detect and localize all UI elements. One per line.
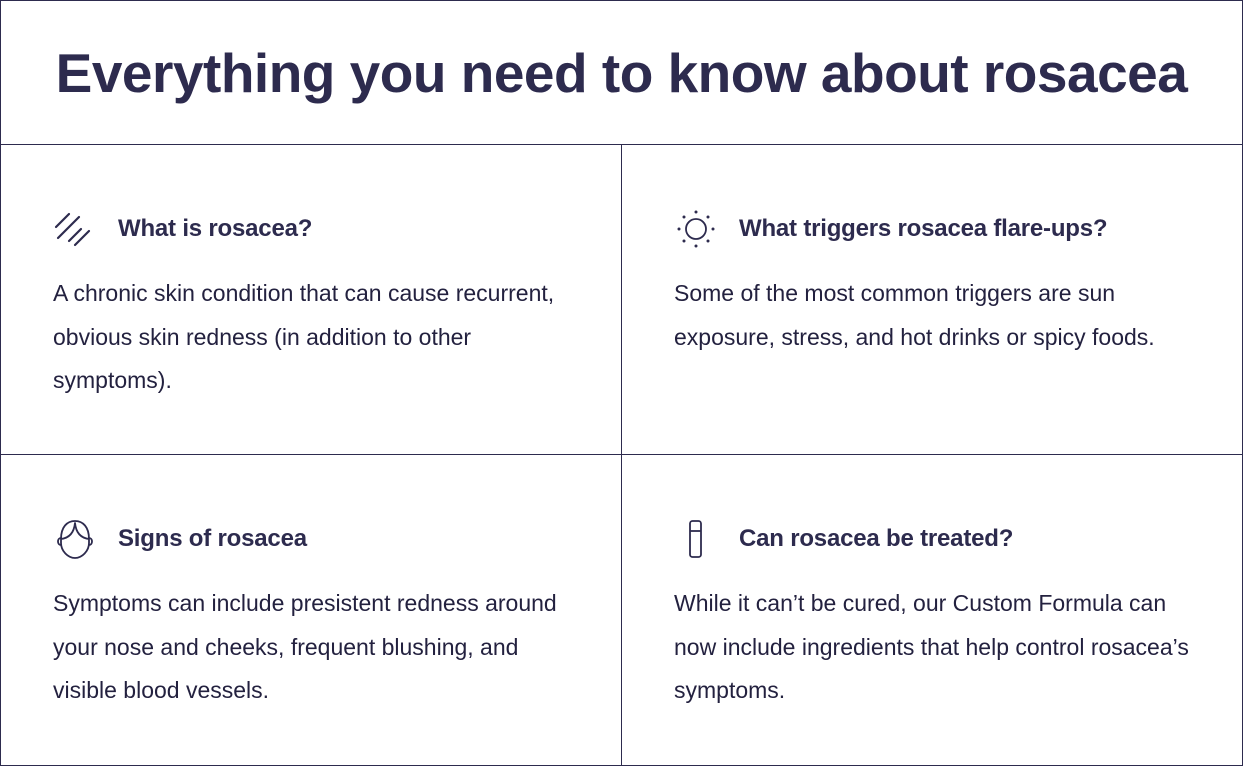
section-heading: What is rosacea? bbox=[53, 207, 581, 251]
section-signs: Signs of rosacea Symptoms can include pr… bbox=[1, 455, 622, 765]
section-treatment: Can rosacea be treated? While it can’t b… bbox=[622, 455, 1242, 765]
header: Everything you need to know about rosace… bbox=[1, 1, 1242, 145]
section-body: Some of the most common triggers are sun… bbox=[674, 280, 1155, 350]
bottle-icon bbox=[674, 517, 718, 561]
section-heading: What triggers rosacea flare-ups? bbox=[674, 207, 1202, 251]
section-title: What is rosacea? bbox=[118, 215, 313, 242]
section-body: While it can’t be cured, our Custom Form… bbox=[674, 590, 1189, 703]
section-body: Symptoms can include presistent redness … bbox=[53, 590, 557, 703]
info-grid: What is rosacea? A chronic skin conditio… bbox=[1, 145, 1242, 765]
section-triggers: What triggers rosacea flare-ups? Some of… bbox=[622, 145, 1242, 455]
section-title: Signs of rosacea bbox=[118, 525, 307, 552]
page-title: Everything you need to know about rosace… bbox=[55, 41, 1188, 104]
face-icon bbox=[53, 517, 97, 561]
section-heading: Signs of rosacea bbox=[53, 517, 581, 561]
section-title: What triggers rosacea flare-ups? bbox=[739, 215, 1108, 242]
section-heading: Can rosacea be treated? bbox=[674, 517, 1202, 561]
section-what-is-rosacea: What is rosacea? A chronic skin conditio… bbox=[1, 145, 622, 455]
diagonal-lines-icon bbox=[53, 207, 97, 251]
section-body: A chronic skin condition that can cause … bbox=[53, 280, 555, 393]
section-title: Can rosacea be treated? bbox=[739, 525, 1014, 552]
sun-icon bbox=[674, 207, 718, 251]
